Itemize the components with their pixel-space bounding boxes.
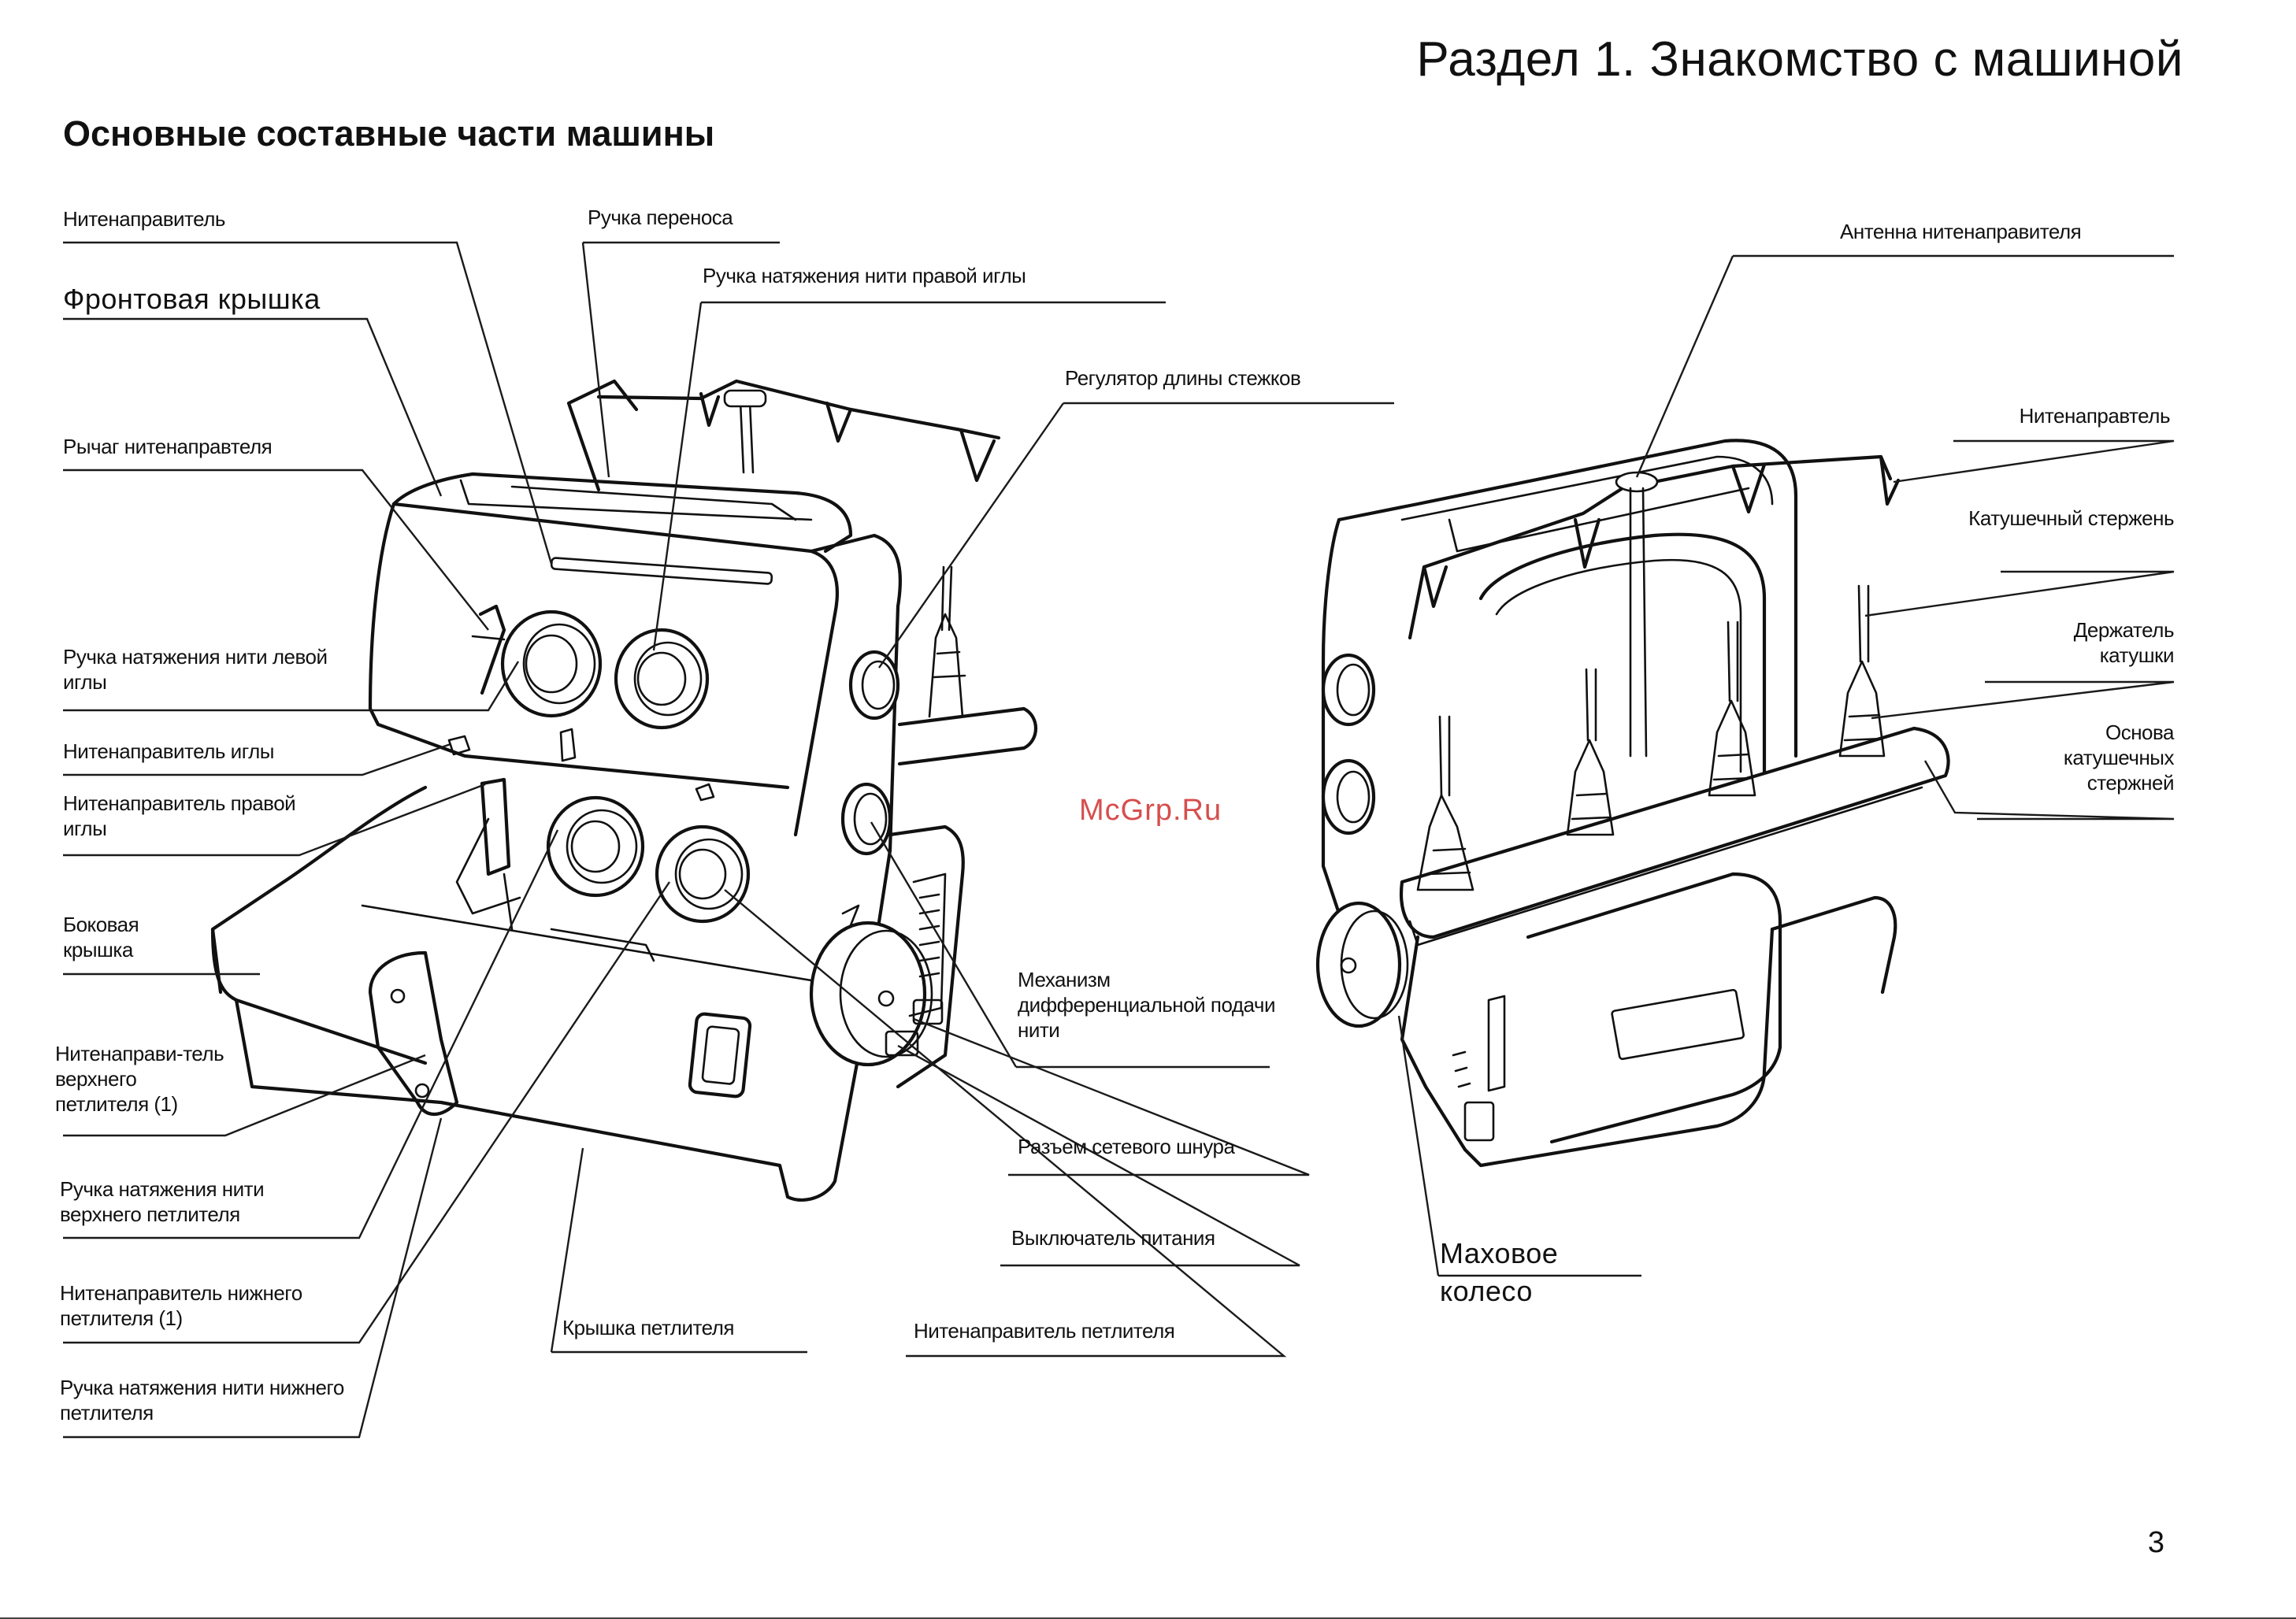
label-looper-cover: Крышка петлителя	[562, 1316, 734, 1339]
label-side-cover: Боковая крышка	[63, 913, 139, 961]
leader-lines	[63, 241, 2175, 1439]
rear-spool-2	[1566, 668, 1615, 836]
label-carry-handle: Ручка переноса	[588, 206, 733, 229]
label-upper-looper-tension: Ручка натяжения нити верхнего петлителя	[60, 1177, 265, 1226]
watermark: McGrp.Ru	[1079, 794, 1222, 827]
lower-looper-knob	[655, 824, 751, 924]
front-stitch-dial	[848, 650, 900, 721]
bottom-rule	[0, 1617, 2296, 1619]
right-needle-knob	[614, 628, 710, 730]
label-looper-guide: Нитенаправитель петлителя	[914, 1319, 1175, 1343]
rear-antenna	[1408, 454, 1901, 758]
label-stitch-length: Регулятор длины стежков	[1065, 366, 1301, 390]
front-differential-dial	[840, 782, 892, 856]
page-title: Раздел 1. Знакомство с машиной	[1416, 32, 2183, 87]
label-lower-looper-tension: Ручка натяжения нити нижнего петлителя	[60, 1376, 344, 1424]
label-power-socket: Разъем сетевого шнура	[1018, 1135, 1235, 1158]
label-right-needle-tension: Ручка натяжения нити правой иглы	[703, 264, 1026, 287]
rear-spool-3	[1708, 621, 1756, 797]
label-power-switch: Выключатель питания	[1011, 1226, 1215, 1250]
rear-lower-dial	[1321, 758, 1376, 835]
label-thread-guide-right: Нитенаправтель	[2019, 404, 2171, 428]
label-spool-base: Основа катушечных стержней	[2063, 721, 2175, 795]
label-left-needle-tension: Ручка натяжения нити левой иглы	[63, 645, 328, 694]
label-front-cover: Фронтовая крышка	[63, 283, 321, 315]
rear-handwheel	[1315, 901, 1409, 1028]
rear-view-machine	[1315, 439, 1950, 1168]
front-antenna	[566, 379, 1001, 492]
label-antenna-guide: Антенна нитенаправителя	[1840, 220, 2082, 243]
label-spool-pin: Катушечный стержень	[1968, 506, 2174, 530]
label-upper-looper-guide: Нитенаправи-тель верхнего петлителя (1)	[55, 1042, 224, 1116]
label-thread-guide-lever: Рычаг нитенаправтеля	[63, 435, 273, 458]
upper-looper-knob	[546, 795, 645, 898]
front-view-machine	[210, 379, 1037, 1202]
page-number: 3	[2147, 1526, 2164, 1559]
label-needle-thread-guide: Нитенаправитель иглы	[63, 739, 274, 763]
label-right-needle-guide: Нитенаправитель правой иглы	[63, 791, 296, 840]
label-lower-looper-guide: Нитенаправитель нижнего петлителя (1)	[60, 1281, 302, 1330]
rear-spool-4	[1838, 584, 1886, 758]
rear-spool-1	[1416, 715, 1474, 891]
section-title: Основные составные части машины	[63, 113, 715, 154]
label-spool-holder: Держатель катушки	[2073, 618, 2175, 667]
label-thread-guide-top: Нитенаправитель	[63, 207, 225, 231]
rear-upper-dial	[1321, 653, 1376, 727]
label-differential-feed: Механизм дифференциальной подачи нити	[1018, 968, 1275, 1042]
front-handwheel	[809, 904, 933, 1067]
label-handwheel: Маховое колесо	[1440, 1237, 1559, 1307]
left-needle-knob	[500, 609, 603, 718]
